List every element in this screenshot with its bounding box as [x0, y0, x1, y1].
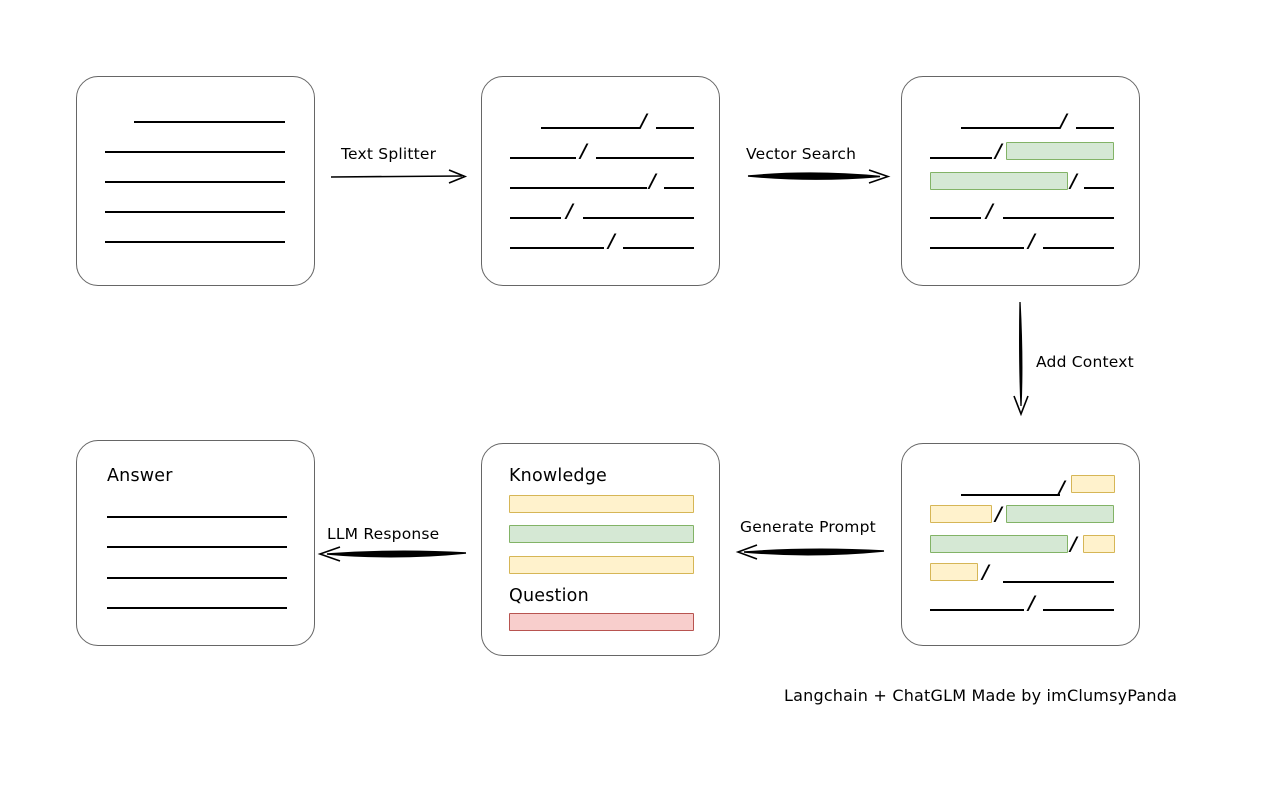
- document-rule: [105, 211, 285, 213]
- chunk-rule: [1076, 127, 1114, 129]
- answer-heading: Answer: [107, 466, 173, 486]
- edge-label-text-splitter: Text Splitter: [341, 145, 437, 163]
- answer-rule: [107, 607, 287, 609]
- chunk-rule: [596, 157, 694, 159]
- chunk-separator-slash: /: [1028, 230, 1035, 252]
- context-chunk-chip: [930, 563, 978, 581]
- question-chip: [509, 613, 694, 631]
- chunk-rule: [1003, 581, 1114, 583]
- retrieved-chunk-chip: [1006, 505, 1114, 523]
- retrieved-chunk-chip: [930, 535, 1068, 553]
- arrow-generate-prompt: [735, 544, 885, 560]
- chunk-separator-slash: /: [649, 170, 656, 192]
- chunk-separator-slash: /: [986, 200, 993, 222]
- footer-credit: Langchain + ChatGLM Made by imClumsyPand…: [784, 686, 1178, 705]
- chunk-rule: [1003, 217, 1114, 219]
- document-rule: [105, 241, 285, 243]
- node-answer[interactable]: [76, 440, 315, 646]
- chunk-rule: [623, 247, 694, 249]
- chunk-separator-slash: /: [995, 503, 1002, 525]
- answer-rule: [107, 577, 287, 579]
- chunk-separator-slash: /: [1028, 592, 1035, 614]
- context-chunk-chip: [1071, 475, 1115, 493]
- edge-label-add-context: Add Context: [1036, 353, 1134, 371]
- chunk-rule: [1043, 247, 1114, 249]
- edge-label-llm-response: LLM Response: [327, 525, 440, 543]
- chunk-separator-slash: /: [640, 110, 647, 132]
- answer-rule: [107, 546, 287, 548]
- chunk-rule: [510, 187, 647, 189]
- chunk-rule: [961, 127, 1060, 129]
- context-chunk-chip: [930, 505, 992, 523]
- chunk-rule: [1084, 187, 1114, 189]
- chunk-rule: [583, 217, 694, 219]
- chunk-separator-slash: /: [995, 140, 1002, 162]
- arrow-text-splitter: [330, 169, 468, 184]
- chunk-separator-slash: /: [580, 140, 587, 162]
- chunk-rule: [930, 609, 1024, 611]
- edge-label-generate-prompt: Generate Prompt: [740, 518, 876, 536]
- question-heading: Question: [509, 586, 589, 606]
- answer-rule: [107, 516, 287, 518]
- chunk-rule: [930, 247, 1024, 249]
- document-rule: [134, 121, 285, 123]
- context-chunk-chip: [1083, 535, 1115, 553]
- chunk-rule: [510, 247, 604, 249]
- arrow-vector-search: [747, 169, 891, 184]
- chunk-rule: [541, 127, 640, 129]
- chunk-separator-slash: /: [982, 561, 989, 583]
- knowledge-chip-3: [509, 556, 694, 574]
- chunk-separator-slash: /: [566, 200, 573, 222]
- chunk-separator-slash: /: [608, 230, 615, 252]
- retrieved-chunk-chip: [930, 172, 1068, 190]
- knowledge-chip-2: [509, 525, 694, 543]
- chunk-rule: [664, 187, 694, 189]
- node-split-chunks[interactable]: [481, 76, 720, 286]
- retrieved-chunk-chip: [1006, 142, 1114, 160]
- chunk-rule: [961, 494, 1060, 496]
- arrow-add-context: [1013, 301, 1029, 417]
- arrow-llm-response: [317, 546, 467, 562]
- chunk-rule: [656, 127, 694, 129]
- chunk-separator-slash: /: [1070, 533, 1077, 555]
- chunk-separator-slash: /: [1058, 477, 1065, 499]
- chunk-separator-slash: /: [1070, 170, 1077, 192]
- chunk-rule: [510, 157, 576, 159]
- edge-label-vector-search: Vector Search: [746, 145, 857, 163]
- chunk-separator-slash: /: [1060, 110, 1067, 132]
- chunk-rule: [930, 157, 992, 159]
- chunk-rule: [510, 217, 561, 219]
- document-rule: [105, 151, 285, 153]
- knowledge-chip-1: [509, 495, 694, 513]
- knowledge-heading: Knowledge: [509, 466, 607, 486]
- chunk-rule: [930, 217, 981, 219]
- document-rule: [105, 181, 285, 183]
- chunk-rule: [1043, 609, 1114, 611]
